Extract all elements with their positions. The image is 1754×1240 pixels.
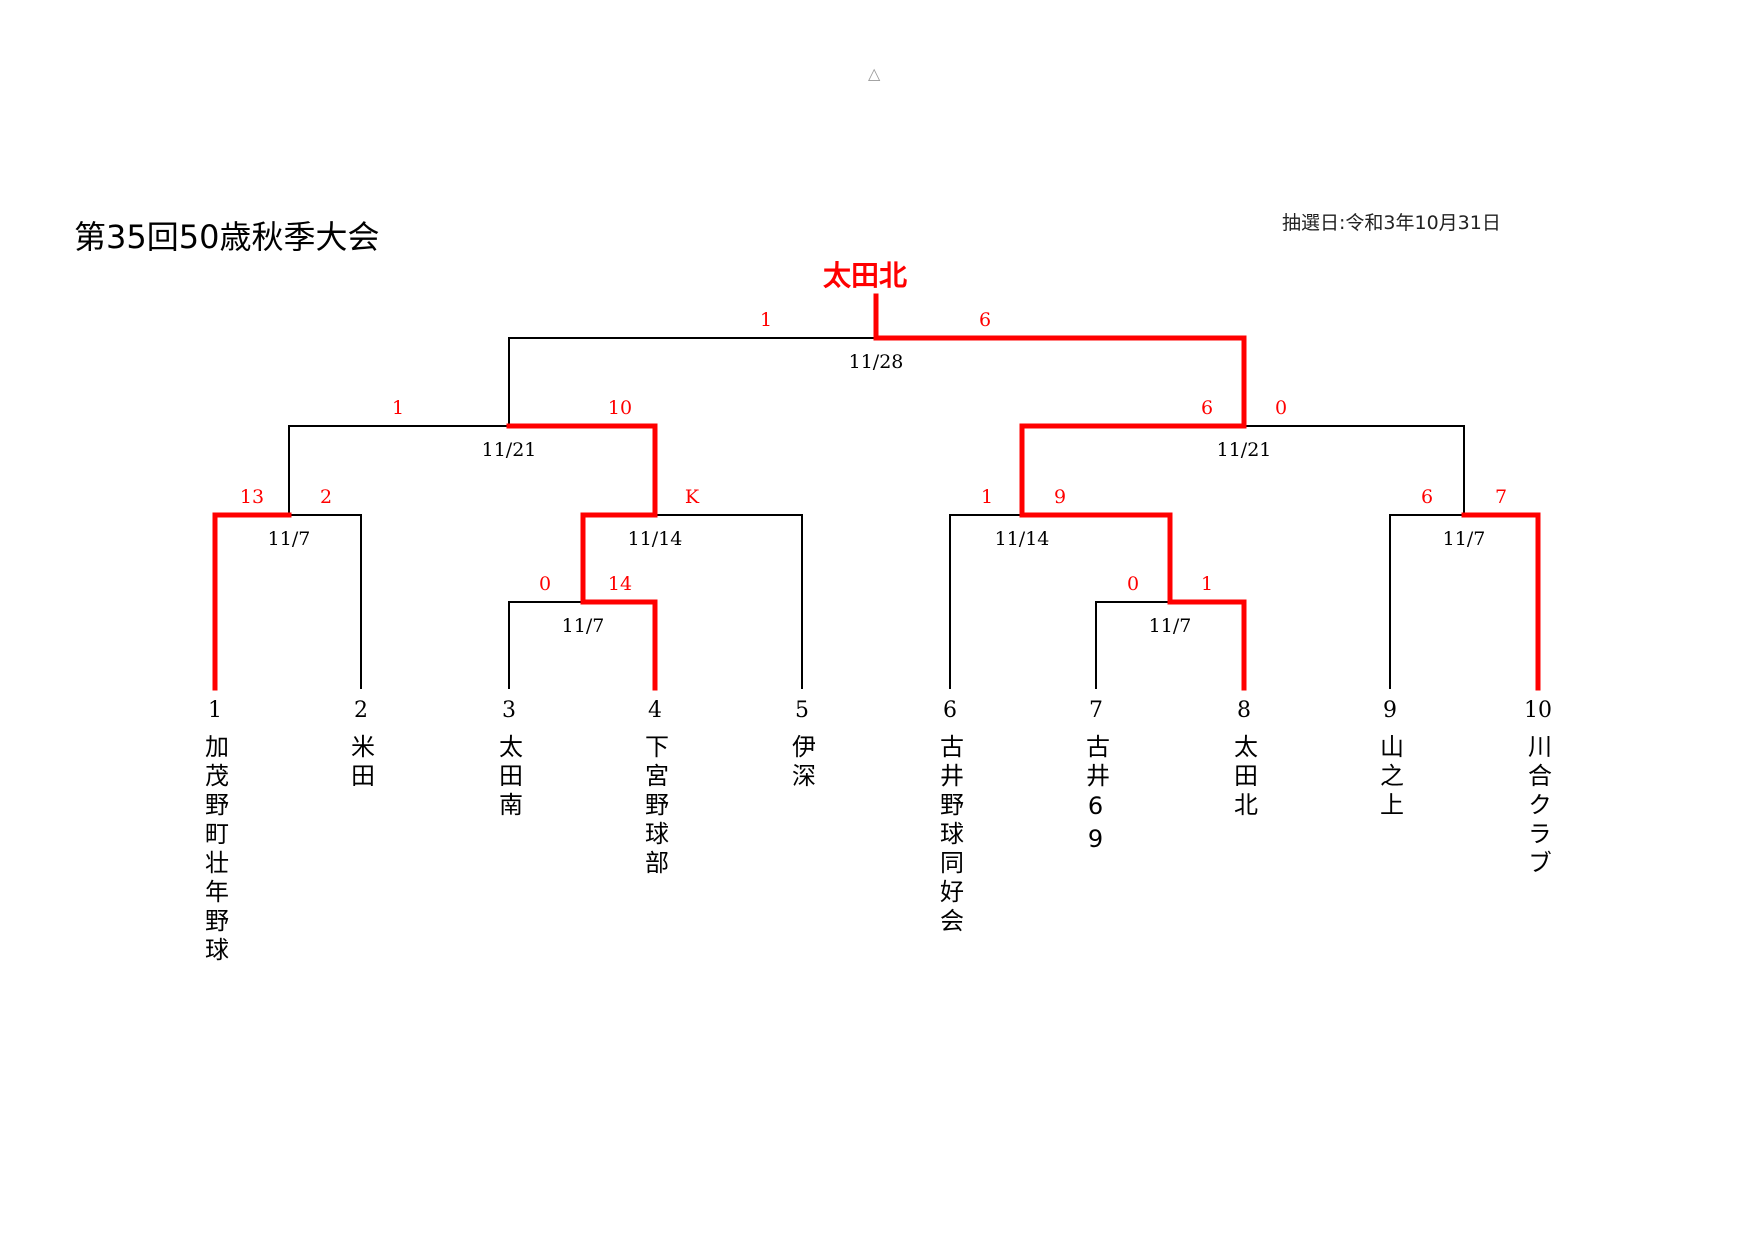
team-name: 川合クラブ	[1523, 734, 1552, 879]
team-name: 太田南	[494, 734, 523, 821]
match-date: 11/7	[268, 528, 311, 550]
team-name: 古井野球同好会	[935, 734, 964, 937]
team-number: 3	[502, 698, 516, 723]
left-score: 1	[392, 397, 404, 419]
right-score: 7	[1495, 486, 1507, 508]
left-score: 0	[539, 573, 551, 595]
team-entry: 4 下宮野球部	[638, 698, 673, 879]
match-date: 11/28	[849, 351, 904, 373]
right-score: 9	[1054, 486, 1066, 508]
team-entry: 7 古井69	[1079, 698, 1114, 858]
team-entry: 6 古井野球同好会	[933, 698, 968, 937]
team-number: 9	[1383, 698, 1397, 723]
right-score: 10	[608, 397, 632, 419]
right-score: 14	[608, 573, 632, 595]
team-entry: 2 米田	[344, 698, 379, 792]
match-date: 11/14	[995, 528, 1050, 550]
team-name: 米田	[346, 734, 375, 792]
team-entry: 3 太田南	[492, 698, 527, 821]
match-date: 11/7	[562, 615, 605, 637]
team-number: 7	[1089, 698, 1103, 723]
team-number: 10	[1524, 698, 1552, 723]
team-number: 5	[795, 698, 809, 723]
match-date: 11/7	[1443, 528, 1486, 550]
match-date: 11/7	[1149, 615, 1192, 637]
left-score: 1	[981, 486, 993, 508]
team-entry: 10 川合クラブ	[1521, 698, 1556, 879]
draw-date: 抽選日:令和3年10月31日	[1282, 212, 1501, 234]
left-score: 0	[1127, 573, 1139, 595]
team-entry: 9 山之上	[1373, 698, 1408, 821]
left-score: 6	[1201, 397, 1213, 419]
left-score: 13	[240, 486, 264, 508]
team-number: 2	[354, 698, 368, 723]
team-name: 山之上	[1375, 734, 1404, 821]
left-score: 6	[1421, 486, 1433, 508]
team-name: 太田北	[1229, 734, 1258, 821]
match-date: 11/21	[1217, 439, 1272, 461]
team-entry: 1 加茂野町壮年野球	[198, 698, 233, 966]
right-score: 1	[1201, 573, 1213, 595]
team-name: 下宮野球部	[640, 734, 669, 879]
right-score: 2	[320, 486, 332, 508]
team-number: 1	[208, 698, 222, 723]
right-score: 6	[979, 309, 991, 331]
match-date: 11/14	[628, 528, 683, 550]
team-number: 8	[1237, 698, 1251, 723]
team-entry: 8 太田北	[1227, 698, 1262, 821]
team-name: 加茂野町壮年野球	[200, 734, 229, 966]
left-score: 1	[760, 309, 772, 331]
champion-label: 太田北	[822, 259, 908, 292]
right-score: K	[685, 486, 700, 508]
team-number: 4	[648, 698, 662, 723]
team-name: 伊深	[787, 734, 816, 792]
right-score: 0	[1275, 397, 1287, 419]
match-date: 11/21	[482, 439, 537, 461]
team-entry: 5 伊深	[785, 698, 820, 792]
team-name: 古井69	[1081, 734, 1110, 858]
page-title: 第35回50歳秋季大会	[74, 218, 380, 256]
team-number: 6	[943, 698, 957, 723]
triangle-marker: △	[868, 64, 881, 83]
